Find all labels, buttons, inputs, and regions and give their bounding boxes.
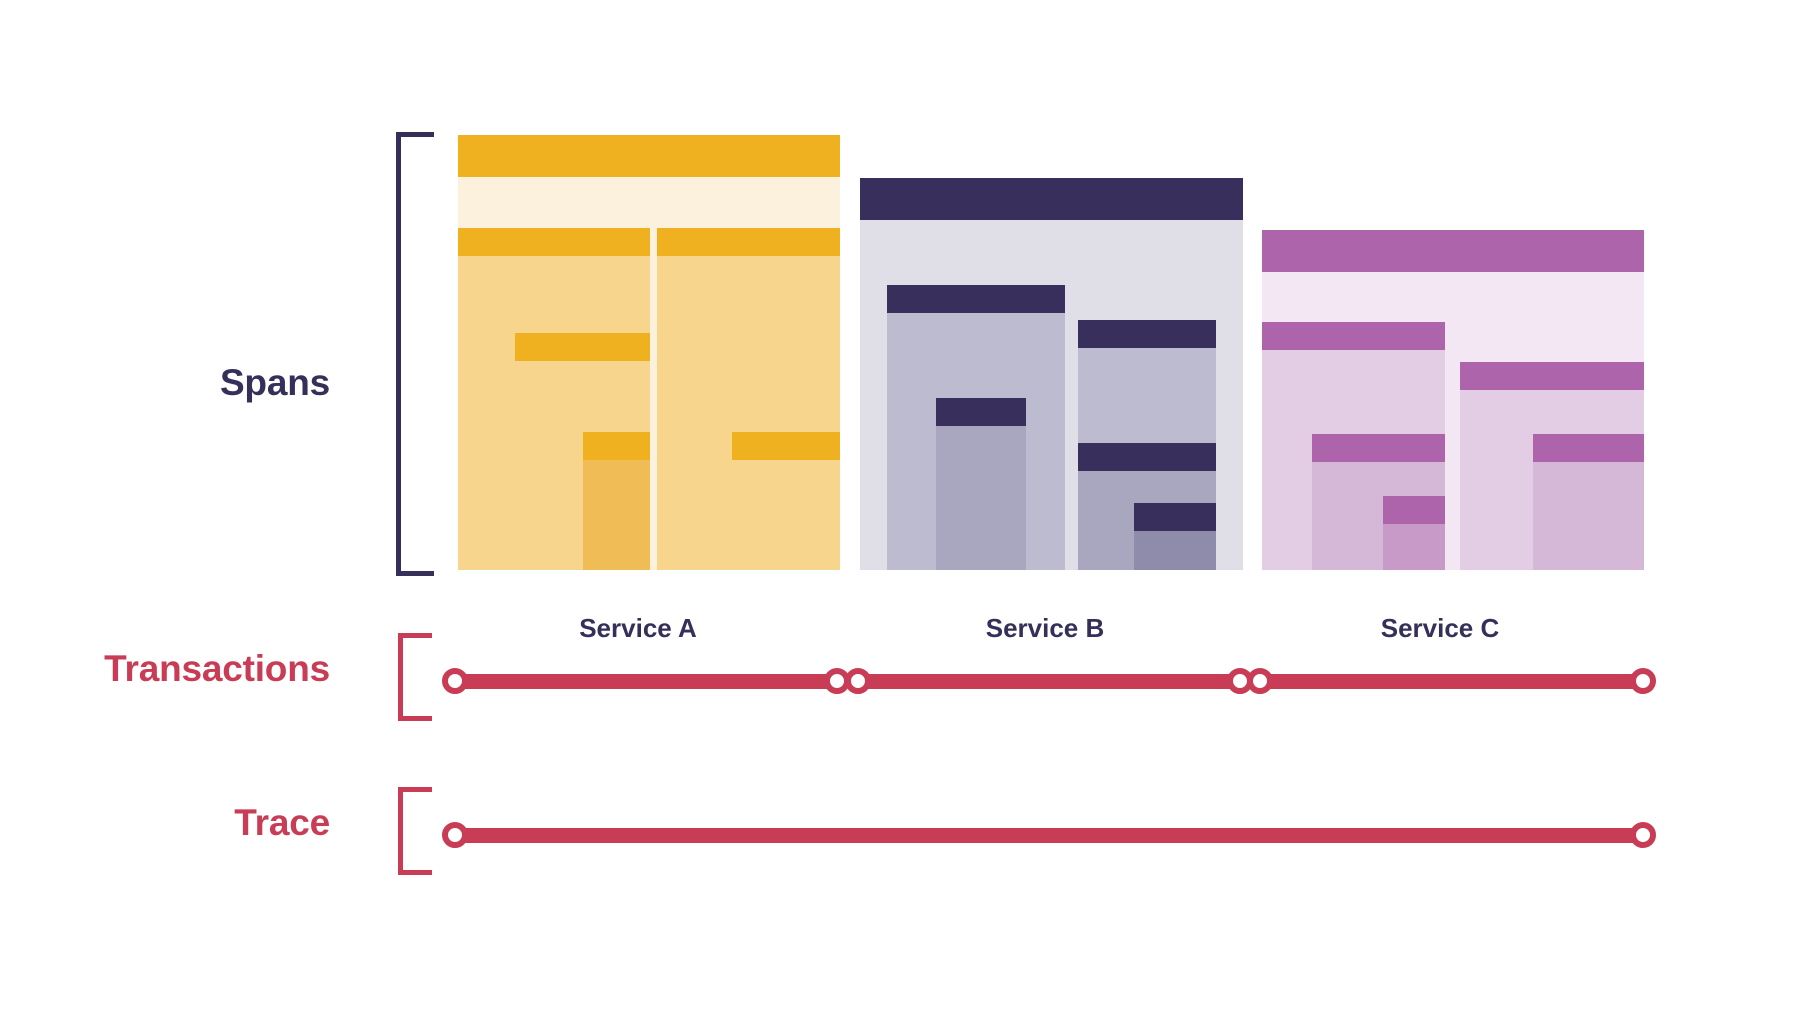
span-bar-head: [657, 228, 840, 256]
span-bar-head: [583, 432, 650, 460]
span-bar[interactable]: [583, 432, 650, 570]
trace-node-start[interactable]: [442, 822, 468, 848]
span-bar-head: [1262, 322, 1445, 350]
transactions-bracket: [398, 633, 432, 721]
service-label-1: Service A: [579, 613, 697, 643]
span-bar-head: [887, 285, 1065, 313]
trace-node-end[interactable]: [1630, 822, 1656, 848]
span-bar[interactable]: [1383, 496, 1445, 570]
span-bar-head: [1383, 496, 1445, 524]
span-bar-head: [515, 333, 650, 361]
trace-line[interactable]: [455, 828, 1643, 843]
transaction-node-start-2[interactable]: [845, 668, 871, 694]
span-bar-head: [936, 398, 1026, 426]
span-bar-head: [860, 178, 1243, 220]
transaction-line-3[interactable]: [1260, 674, 1643, 689]
span-bar-head: [1078, 443, 1216, 471]
transaction-node-start-3[interactable]: [1247, 668, 1273, 694]
span-bar[interactable]: [1533, 434, 1644, 570]
span-bar-head: [1134, 503, 1216, 531]
span-group-2: [860, 178, 1243, 570]
trace-row-label: Trace: [234, 802, 330, 843]
span-bar-head: [1312, 434, 1445, 462]
span-bar[interactable]: [936, 398, 1026, 570]
service-label-3: Service C: [1380, 613, 1500, 643]
span-bar-head: [458, 228, 650, 256]
span-bar-head: [732, 432, 840, 460]
transaction-node-start-1[interactable]: [442, 668, 468, 694]
span-bar-head: [1533, 434, 1644, 462]
transactions-row-label: Transactions: [104, 648, 330, 689]
transaction-line-1[interactable]: [455, 674, 837, 689]
span-bar-head: [1262, 230, 1644, 272]
span-group-3: [1262, 230, 1644, 570]
span-bar[interactable]: [1134, 503, 1216, 570]
span-bar[interactable]: [732, 432, 840, 570]
transaction-line-2[interactable]: [858, 674, 1240, 689]
span-bar-head: [1078, 320, 1216, 348]
span-bar-head: [458, 135, 840, 177]
transaction-node-end-3[interactable]: [1630, 668, 1656, 694]
span-bar-head: [1460, 362, 1644, 390]
trace-bracket: [398, 787, 432, 875]
span-group-1: [458, 135, 840, 570]
spans-bracket: [396, 132, 434, 576]
service-label-2: Service B: [985, 613, 1105, 643]
spans-row-label: Spans: [219, 362, 330, 403]
